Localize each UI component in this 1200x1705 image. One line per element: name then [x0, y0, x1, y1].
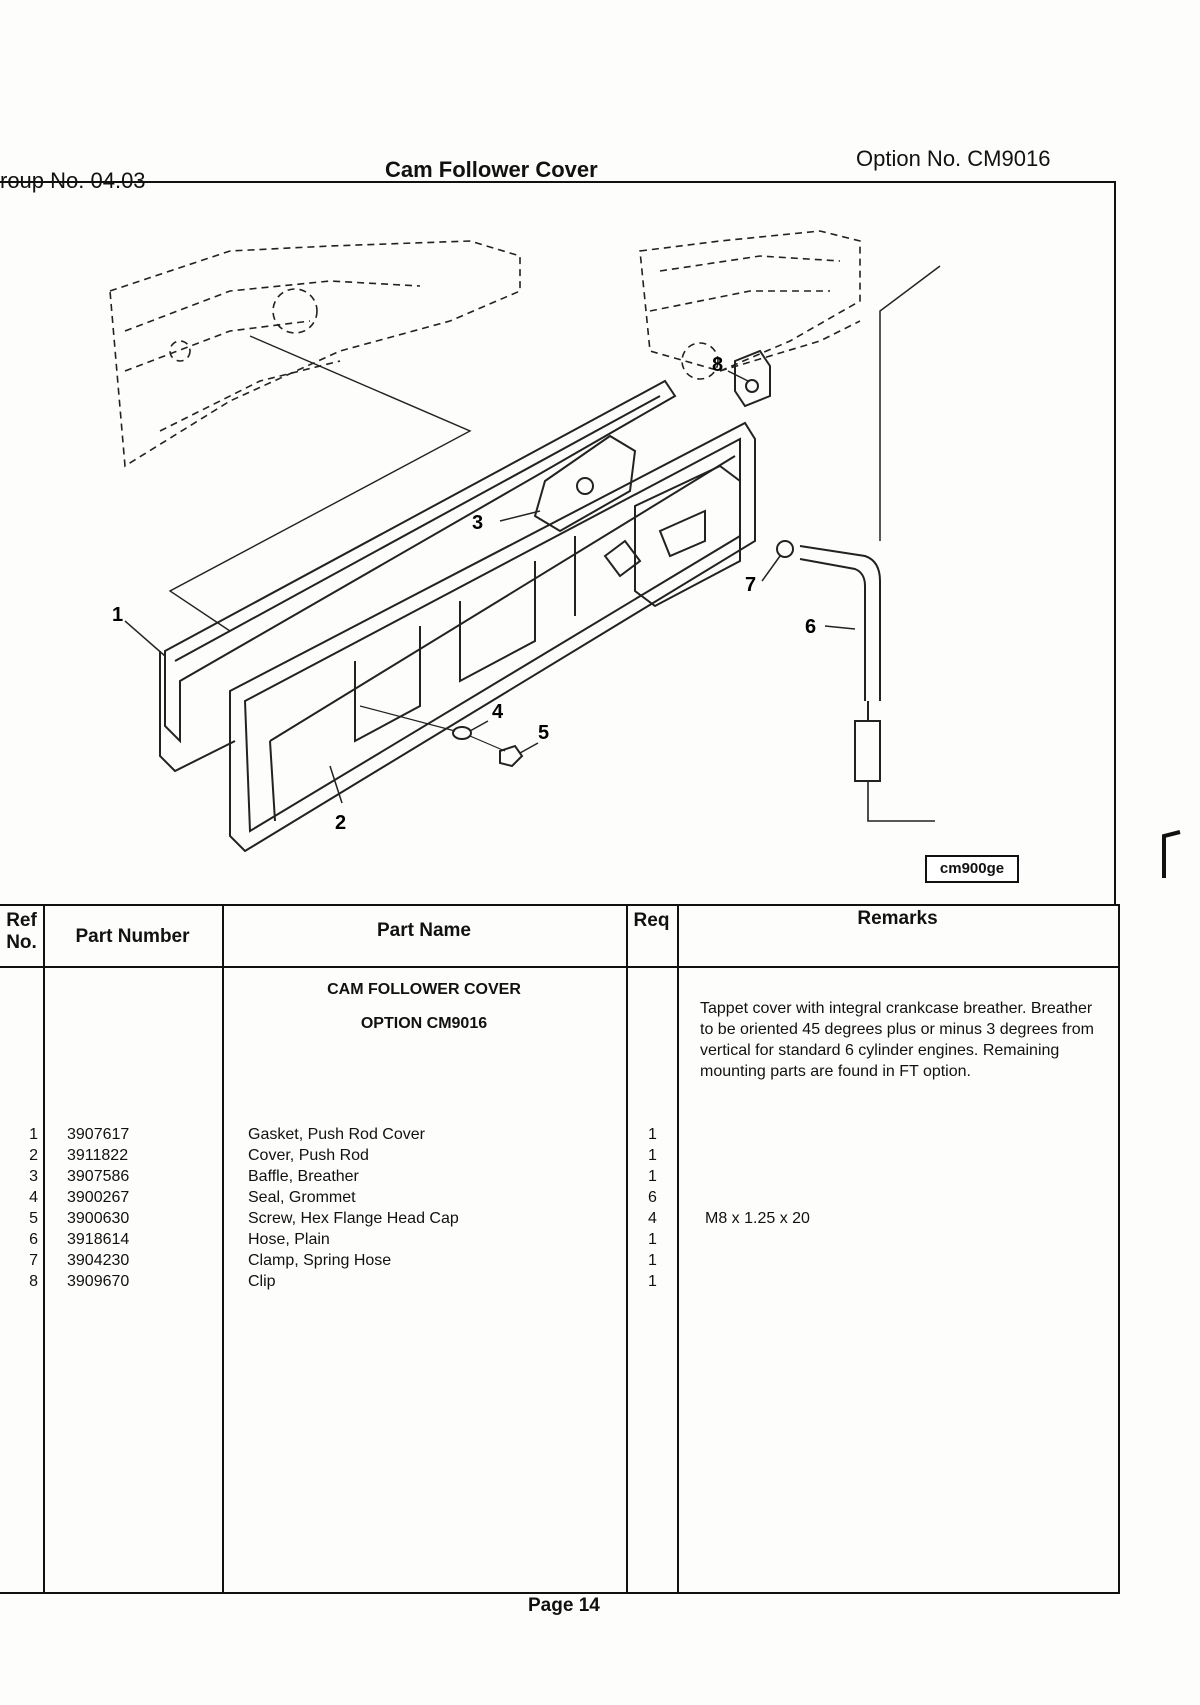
row-part-name: Screw, Hex Flange Head Cap	[248, 1210, 459, 1227]
row-ref-no: 2	[29, 1147, 38, 1164]
header-part-name: Part Name	[377, 920, 471, 941]
drawing-stamp: cm900ge	[925, 855, 1019, 883]
row-part-name: Seal, Grommet	[248, 1189, 356, 1206]
row-part-number: 3904230	[67, 1252, 130, 1269]
row-req: 1	[648, 1147, 657, 1164]
row-part-number: 3911822	[67, 1147, 129, 1164]
baffle-part	[533, 434, 637, 533]
row-ref-no: 3	[29, 1168, 38, 1185]
row-part-number: 3907586	[67, 1168, 130, 1185]
row-ref-no: 7	[29, 1252, 38, 1269]
header-req: Req	[633, 910, 670, 931]
corner-bracket-mark	[1162, 830, 1181, 878]
callout-7: 7	[745, 574, 756, 596]
header-remarks: Remarks	[857, 908, 938, 929]
hose-part	[799, 545, 881, 701]
section-remark: Tappet cover with integral crankcase bre…	[700, 1000, 1095, 1080]
row-part-name: Baffle, Breather	[248, 1168, 359, 1185]
row-part-number: 3907617	[67, 1126, 130, 1143]
row-part-number: 3918614	[67, 1231, 130, 1248]
callout-1: 1	[112, 604, 123, 626]
row-ref-no: 6	[29, 1231, 38, 1248]
callout-8: 8	[712, 354, 723, 376]
section-title: CAM FOLLOWER COVER	[327, 981, 521, 998]
row-req: 1	[648, 1273, 657, 1290]
header-part-number: Part Number	[75, 926, 190, 947]
row-ref-no: 4	[29, 1189, 38, 1206]
seal-part	[452, 726, 472, 740]
row-part-number: 3909670	[67, 1273, 130, 1290]
option-number: Option No. CM9016	[856, 146, 1051, 171]
row-part-name: Cover, Push Rod	[248, 1147, 369, 1164]
row-part-name: Clip	[248, 1273, 276, 1290]
row-part-number: 3900630	[67, 1210, 130, 1227]
page-number: Page 14	[528, 1595, 600, 1616]
callout-3: 3	[472, 512, 483, 534]
row-req: 1	[648, 1126, 657, 1143]
row-ref-no: 8	[29, 1273, 38, 1290]
row-remarks: M8 x 1.25 x 20	[705, 1210, 810, 1227]
group-number: roup No. 04.03	[0, 168, 146, 193]
page-title: Cam Follower Cover	[385, 157, 598, 182]
row-ref-no: 1	[29, 1126, 38, 1143]
row-req: 4	[648, 1210, 657, 1227]
clip-part	[734, 349, 771, 408]
clamp-part	[776, 540, 794, 558]
callout-5: 5	[538, 722, 549, 744]
header-ref-no: Ref No.	[6, 910, 37, 953]
section-option: OPTION CM9016	[360, 1015, 488, 1032]
row-part-name: Hose, Plain	[248, 1231, 330, 1248]
row-req: 1	[648, 1168, 657, 1185]
row-req: 1	[648, 1252, 657, 1269]
row-part-number: 3900267	[67, 1189, 130, 1206]
callout-6: 6	[805, 616, 816, 638]
parts-table: Ref No. Part Number Part Name Req Remark…	[0, 904, 1120, 1594]
screw-part	[499, 744, 524, 768]
callout-4: 4	[492, 701, 504, 723]
gasket-part	[164, 379, 677, 744]
row-part-name: Clamp, Spring Hose	[248, 1252, 392, 1269]
row-req: 1	[648, 1231, 657, 1248]
push-rod-cover-part	[229, 421, 756, 853]
engine-block-outline	[109, 230, 861, 468]
row-ref-no: 5	[29, 1210, 38, 1227]
exploded-parts-diagram: 1 2 3 4 5 6 7 8	[109, 230, 941, 853]
row-part-name: Gasket, Push Rod Cover	[248, 1126, 425, 1143]
diagram-frame	[0, 181, 1116, 905]
callout-2: 2	[335, 812, 346, 834]
row-req: 6	[648, 1189, 657, 1206]
